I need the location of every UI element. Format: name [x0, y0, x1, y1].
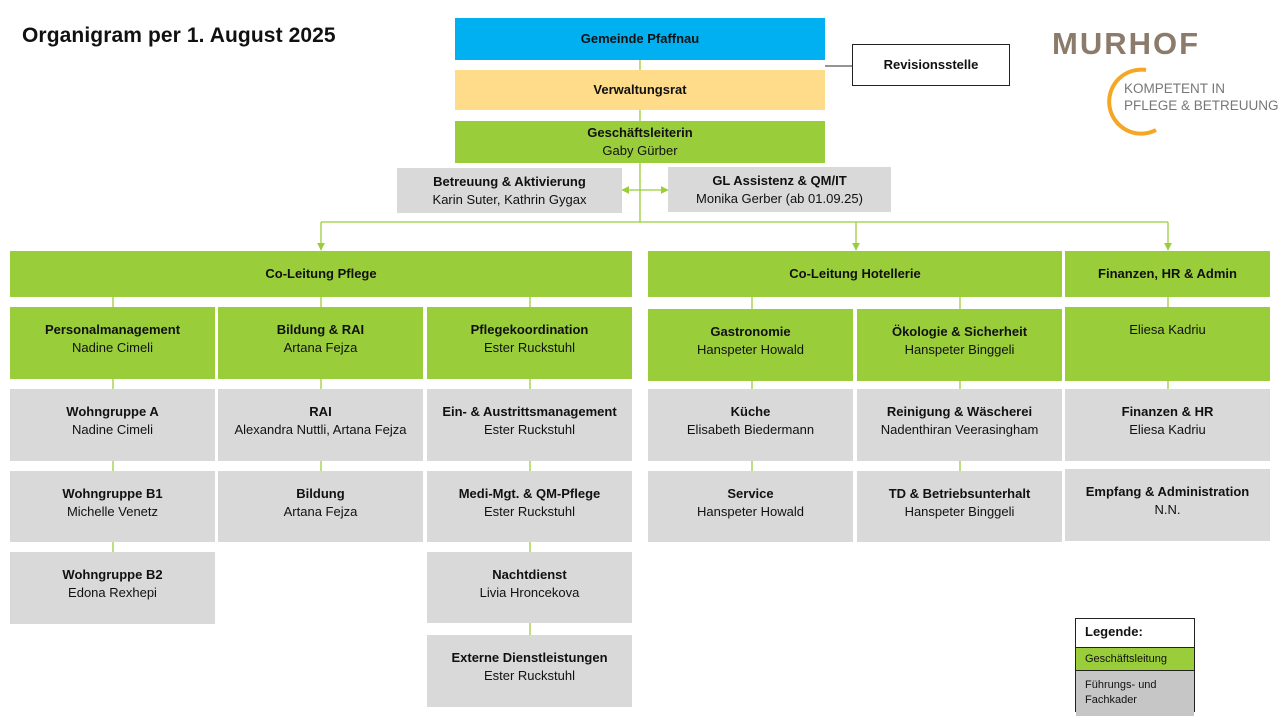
medi-box: Medi-Mgt. & QM-Pflege Ester Ruckstuhl [427, 471, 632, 542]
legend-kader: Führungs- und Fachkader [1076, 670, 1194, 716]
bildung-name: Artana Fejza [283, 504, 358, 519]
wga-box: Wohngruppe A Nadine Cimeli [10, 389, 215, 461]
verwaltungsrat-title: Verwaltungsrat [593, 82, 687, 97]
geschaeftsleiterin-title: Geschäftsleiterin [587, 125, 693, 140]
revisionsstelle-box: Revisionsstelle [852, 44, 1010, 86]
oeko-name: Hanspeter Binggeli [904, 342, 1015, 357]
empfang-title: Empfang & Administration [1085, 484, 1250, 499]
geschaeftsleiterin-box: Geschäftsleiterin Gaby Gürber [455, 121, 825, 163]
td-title: TD & Betriebsunterhalt [888, 486, 1031, 501]
fhr-box: Finanzen & HR Eliesa Kadriu [1065, 389, 1270, 461]
gastro-box: Gastronomie Hanspeter Howald [648, 309, 853, 381]
extern-name: Ester Ruckstuhl [483, 668, 576, 683]
division-finanzen-title: Finanzen, HR & Admin [1098, 266, 1237, 281]
reinigung-name: Nadenthiran Veerasingham [880, 422, 1039, 437]
verwaltungsrat-box: Verwaltungsrat [455, 70, 825, 110]
kueche-name: Elisabeth Biedermann [686, 422, 815, 437]
extern-box: Externe Dienstleistungen Ester Ruckstuhl [427, 635, 632, 707]
fhr-name: Eliesa Kadriu [1129, 422, 1206, 437]
extern-title: Externe Dienstleistungen [451, 650, 608, 665]
personal-name: Nadine Cimeli [72, 340, 153, 355]
revisionsstelle-title: Revisionsstelle [883, 57, 979, 72]
koord-box: Pflegekoordination Ester Ruckstuhl [427, 307, 632, 379]
personal-title: Personalmanagement [44, 322, 181, 337]
bildungrai-title: Bildung & RAI [276, 322, 365, 337]
rai-box: RAI Alexandra Nuttli, Artana Fejza [218, 389, 423, 461]
assistenz-box: GL Assistenz & QM/IT Monika Gerber (ab 0… [668, 167, 891, 212]
kueche-title: Küche [730, 404, 771, 419]
wga-name: Nadine Cimeli [72, 422, 153, 437]
logo-tagline-2: PFLEGE & BETREUUNG [1124, 98, 1279, 113]
bildungrai-name: Artana Fejza [283, 340, 358, 355]
koord-name: Ester Ruckstuhl [483, 340, 576, 355]
medi-title: Medi-Mgt. & QM-Pflege [458, 486, 601, 501]
koord-title: Pflegekoordination [470, 322, 589, 337]
division-pflege-title: Co-Leitung Pflege [265, 266, 377, 281]
service-box: Service Hanspeter Howald [648, 471, 853, 542]
nacht-title: Nachtdienst [492, 567, 567, 582]
einaus-box: Ein- & Austrittsmanagement Ester Ruckstu… [427, 389, 632, 461]
td-box: TD & Betriebsunterhalt Hanspeter Binggel… [857, 471, 1062, 542]
bildung-box: Bildung Artana Fejza [218, 471, 423, 542]
service-title: Service [727, 486, 774, 501]
rai-name: Alexandra Nuttli, Artana Fejza [234, 422, 407, 437]
legend-kader-line-1: Führungs- und [1085, 679, 1157, 691]
betreuung-name: Karin Suter, Kathrin Gygax [432, 191, 587, 207]
einaus-name: Ester Ruckstuhl [483, 422, 576, 437]
logo-arc-icon [1107, 67, 1157, 136]
oeko-title: Ökologie & Sicherheit [891, 324, 1028, 339]
nacht-name: Livia Hroncekova [479, 585, 580, 600]
assistenz-title: GL Assistenz & QM/IT [712, 172, 847, 188]
gastro-name: Hanspeter Howald [697, 342, 804, 357]
legend-kader-line-2: Fachkader [1085, 694, 1137, 706]
wga-title: Wohngruppe A [66, 404, 159, 419]
rai-title: RAI [309, 404, 332, 419]
division-finanzen: Finanzen, HR & Admin [1065, 251, 1270, 297]
service-name: Hanspeter Howald [697, 504, 804, 519]
medi-name: Ester Ruckstuhl [483, 504, 576, 519]
geschaeftsleiterin-name: Gaby Gürber [602, 143, 678, 158]
finanzen-lead-name: Eliesa Kadriu [1129, 322, 1206, 337]
legend-title: Legende: [1085, 624, 1143, 639]
reinigung-title: Reinigung & Wäscherei [886, 404, 1033, 419]
reinigung-box: Reinigung & Wäscherei Nadenthiran Veeras… [857, 389, 1062, 461]
legend-geschaeftsleitung: Geschäftsleitung [1076, 647, 1194, 670]
gemeinde-box: Gemeinde Pfaffnau [455, 18, 825, 60]
betreuung-title: Betreuung & Aktivierung [433, 173, 586, 189]
empfang-name: N.N. [1154, 502, 1181, 517]
einaus-title: Ein- & Austrittsmanagement [442, 404, 617, 419]
division-hotellerie-title: Co-Leitung Hotellerie [789, 266, 921, 281]
nacht-box: Nachtdienst Livia Hroncekova [427, 552, 632, 623]
logo-tagline-1: KOMPETENT IN [1124, 81, 1226, 96]
division-hotellerie: Co-Leitung Hotellerie [648, 251, 1062, 297]
kueche-box: Küche Elisabeth Biedermann [648, 389, 853, 461]
td-name: Hanspeter Binggeli [904, 504, 1015, 519]
wgb1-name: Michelle Venetz [66, 504, 159, 519]
finanzen-lead-box: Eliesa Kadriu [1065, 307, 1270, 381]
empfang-box: Empfang & Administration N.N. [1065, 469, 1270, 541]
page-title: Organigram per 1. August 2025 [22, 24, 336, 47]
logo-wordmark: MURHOF [1052, 26, 1201, 61]
legend: Legende: Geschäftsleitung Führungs- und … [1075, 618, 1195, 716]
wgb1-title: Wohngruppe B1 [62, 486, 163, 501]
wgb2-box: Wohngruppe B2 Edona Rexhepi [10, 552, 215, 624]
gastro-title: Gastronomie [710, 324, 791, 339]
fhr-title: Finanzen & HR [1121, 404, 1214, 419]
betreuung-box: Betreuung & Aktivierung Karin Suter, Kat… [397, 168, 622, 213]
bildungrai-box: Bildung & RAI Artana Fejza [218, 307, 423, 379]
personal-box: Personalmanagement Nadine Cimeli [10, 307, 215, 379]
wgb2-title: Wohngruppe B2 [62, 567, 163, 582]
wgb2-name: Edona Rexhepi [68, 585, 157, 600]
division-pflege: Co-Leitung Pflege [10, 251, 632, 297]
assistenz-name: Monika Gerber (ab 01.09.25) [696, 190, 863, 206]
gemeinde-title: Gemeinde Pfaffnau [580, 31, 700, 46]
wgb1-box: Wohngruppe B1 Michelle Venetz [10, 471, 215, 542]
oeko-box: Ökologie & Sicherheit Hanspeter Binggeli [857, 309, 1062, 381]
bildung-title: Bildung [296, 486, 345, 501]
